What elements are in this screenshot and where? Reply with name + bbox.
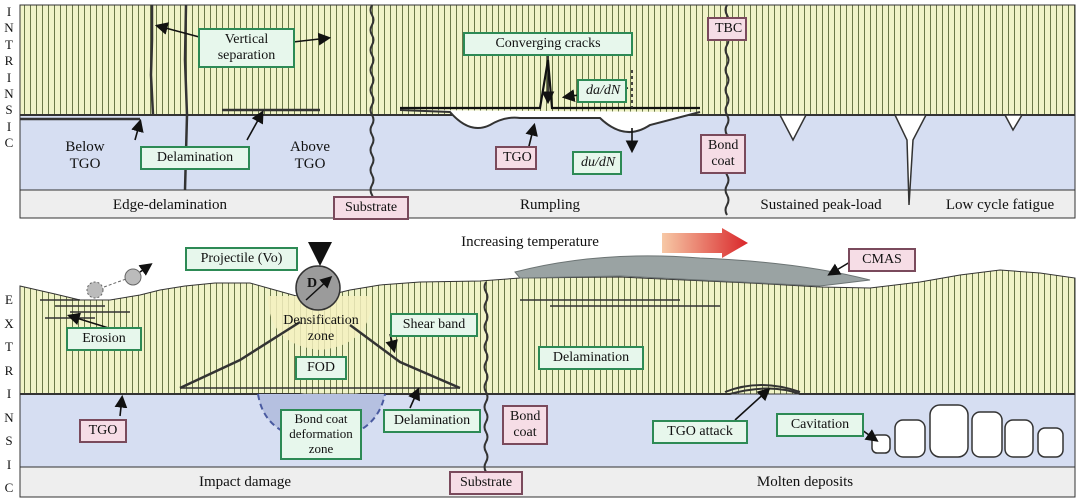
cmas-deposit [514, 255, 871, 287]
intrinsic-letter: R [4, 53, 14, 69]
extrinsic-label: E X T R I N S I C [0, 288, 18, 500]
da-dn-label: da/dN [577, 79, 627, 104]
molten-delamination-lines [520, 299, 720, 307]
extrinsic-letter: S [5, 433, 13, 448]
cavitation-voids [871, 404, 1064, 458]
tgo-bottom-label: TGO [79, 419, 127, 444]
shear-band-right [349, 323, 461, 390]
delamination-impact-label: Delamination [383, 409, 481, 434]
bottom-wavy-divider [483, 281, 489, 493]
rumpling-text: Rumpling [519, 197, 580, 213]
tgo-top-label: TGO [495, 146, 537, 171]
intrinsic-letter: S [5, 102, 13, 118]
peak-load-groove-1 [778, 114, 808, 142]
low-cycle-fatigue-text: Low cycle fatigue [945, 197, 1055, 213]
cmas-label: CMAS [848, 248, 916, 273]
tgo-attack-bump [724, 384, 801, 393]
intrinsic-letter: I [6, 118, 12, 134]
below-tgo-text: Below TGO [65, 139, 105, 173]
wavy-divider-1 [369, 4, 375, 216]
extrinsic-letter: C [4, 480, 14, 495]
top-panel [19, 4, 1076, 219]
rumpling-tgo-profile [399, 109, 701, 133]
intrinsic-letter: N [4, 20, 14, 36]
bond-coat-top-label: Bond coat [700, 134, 746, 175]
converging-cracks-label: Converging cracks [463, 32, 633, 57]
erosion-label: Erosion [66, 327, 142, 352]
erosion-particle-1 [86, 281, 104, 299]
peak-load-groove-2 [893, 114, 928, 206]
extrinsic-letter: T [5, 339, 13, 354]
impact-damage-text: Impact damage [198, 474, 292, 490]
delamination-molten-label: Delamination [538, 346, 644, 371]
bottom-substrate-layer [19, 466, 1076, 498]
peak-load-groove-3 [1003, 114, 1024, 132]
intrinsic-letter: T [5, 36, 13, 52]
intrinsic-letter: I [6, 4, 12, 19]
above-tgo-text: Above TGO [290, 139, 330, 173]
densification-zone-text: Densification zone [283, 313, 359, 345]
extrinsic-letter: R [4, 362, 14, 378]
erosion-particle-2 [124, 268, 142, 286]
bond-coat-deformation-zone-label: Bond coat deformation zone [280, 409, 362, 460]
projectile-label: Projectile (Vo) [185, 247, 298, 272]
top-substrate-layer [19, 189, 1076, 219]
intrinsic-label: I N T R I N S I C [0, 4, 18, 152]
du-dn-label: du/dN [572, 151, 622, 176]
increasing-temperature-arrow [662, 228, 748, 258]
delamination-top-label: Delamination [140, 146, 250, 171]
extrinsic-letter: X [4, 315, 14, 331]
bottom-tbc-layer [19, 269, 1076, 395]
extrinsic-letter: I [6, 456, 12, 472]
bond-coat-bottom-label: Bond coat [502, 405, 548, 446]
fod-label: FOD [295, 356, 347, 381]
vertical-separation-label: Vertical separation [198, 28, 295, 69]
tbc-label: TBC [707, 17, 747, 42]
shear-band-label: Shear band [390, 313, 478, 338]
molten-deposits-text: Molten deposits [756, 474, 854, 490]
substrate-bottom-label: Substrate [449, 471, 523, 496]
intrinsic-letter: I [6, 69, 12, 85]
substrate-top-label: Substrate [333, 196, 409, 221]
intrinsic-letter: N [4, 86, 14, 102]
bottom-panel [19, 242, 1076, 498]
sustained-peak-load-text: Sustained peak-load [760, 197, 882, 213]
vertical-separation-crack-1 [149, 5, 155, 116]
intrinsic-letter: C [4, 135, 14, 151]
projectile-d-text: D [306, 276, 318, 291]
edge-delamination-text: Edge-delamination [112, 197, 228, 213]
tgo-attack-label: TGO attack [652, 420, 748, 445]
extrinsic-letter: E [5, 292, 13, 307]
increasing-temperature-text: Increasing temperature [461, 234, 599, 250]
extrinsic-letter: N [4, 409, 14, 425]
extrinsic-letter: I [6, 386, 12, 401]
densification-zone [268, 296, 372, 350]
shear-band-left [179, 320, 301, 390]
cavitation-label: Cavitation [776, 413, 864, 438]
